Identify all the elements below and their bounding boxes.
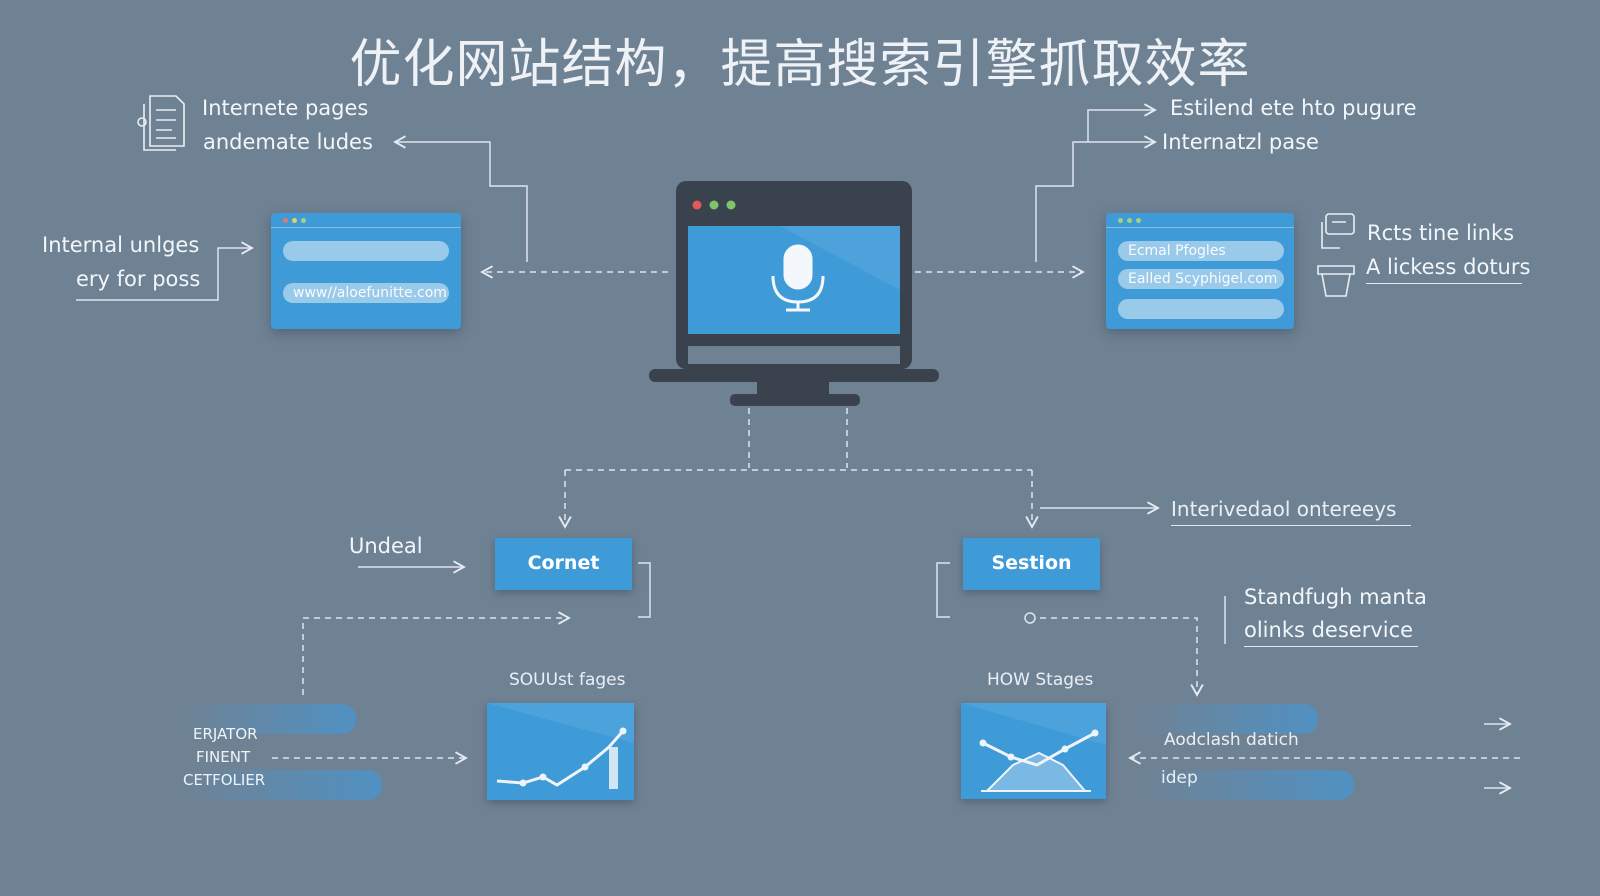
mid-right-label: Interivedaol ontereeys	[1171, 497, 1411, 526]
minimize-dot	[292, 218, 297, 223]
sestion-node[interactable]: Sestion	[963, 538, 1100, 590]
junction-dot	[1024, 612, 1036, 624]
area-chart-icon	[961, 703, 1106, 792]
mid-right-line1: Standfugh manta	[1244, 585, 1427, 609]
connector-top-right-1	[1035, 135, 1157, 262]
right-chart-caption: HOW Stages	[987, 670, 1094, 690]
bracket-cornet	[638, 562, 651, 618]
browser-search-bar[interactable]	[283, 241, 449, 261]
blur-bar-bottom-left	[180, 770, 382, 800]
tag-cetfolier: CETFOLIER	[183, 771, 266, 789]
dashed-lower-left	[302, 611, 571, 695]
top-right-line1: Estilend ete hto pugure	[1170, 96, 1417, 120]
left-label-line2: ery for poss	[76, 267, 201, 291]
tag-idep: idep	[1161, 768, 1198, 788]
blur-bar-top-left	[180, 704, 356, 734]
maximize-dot	[1136, 218, 1141, 223]
browser-field-2[interactable]: Ealled Scyphigel.com	[1118, 269, 1284, 289]
tag-finent: FINENT	[196, 748, 251, 766]
microphone-icon	[771, 244, 825, 312]
browser-title-bar	[271, 213, 461, 228]
document-stack-icon	[137, 95, 185, 151]
top-right-line2: Internatzl pase	[1162, 130, 1319, 154]
top-left-line1: Internete pages	[202, 96, 369, 120]
browser-title-bar	[1106, 213, 1294, 228]
connector-top-right-2	[1087, 103, 1157, 142]
cornet-node[interactable]: Cornet	[495, 538, 632, 590]
right-label-line1: Rcts tine links	[1367, 221, 1515, 245]
browser-field-1[interactable]: Ecmal Pfogles	[1118, 241, 1284, 261]
undeal-label: Undeal	[349, 534, 423, 558]
external-link-icon	[1321, 213, 1355, 249]
right-label-line2: A lickess doturs	[1366, 255, 1530, 284]
blur-bar-top-right	[1138, 704, 1318, 734]
bracket-sestion	[936, 562, 950, 618]
right-trend-chart	[961, 703, 1106, 799]
laptop	[649, 181, 939, 406]
mid-right-line2: olinks deservice	[1244, 618, 1418, 647]
browser-url-bar[interactable]: www//aloefunitte.com	[283, 283, 449, 303]
page-title: 优化网站结构，提高搜索引擎抓取效率	[349, 35, 1251, 95]
connector-left-label	[76, 241, 254, 301]
left-label-line1: Internal unlges	[42, 233, 200, 257]
right-browser-window: Ecmal Pfogles Ealled Scyphigel.com	[1106, 213, 1294, 329]
left-browser-window: www//aloefunitte.com	[271, 213, 461, 329]
tag-aodclash: Aodclash datich	[1164, 730, 1299, 750]
maximize-dot	[301, 218, 306, 223]
connector-top-left	[393, 135, 528, 262]
left-growth-chart	[487, 703, 634, 800]
close-dot	[1118, 218, 1123, 223]
blur-bar-bottom-right	[1138, 770, 1354, 800]
dashed-lower-right	[1040, 617, 1204, 697]
bucket-icon	[1317, 265, 1355, 297]
left-chart-caption: SOUUst fages	[509, 670, 626, 690]
tag-erjator: ERJATOR	[193, 725, 258, 743]
line-chart-icon	[487, 703, 634, 789]
minimize-dot	[1127, 218, 1132, 223]
close-dot	[283, 218, 288, 223]
browser-field-3[interactable]	[1118, 299, 1284, 319]
top-left-line2: andemate ludes	[203, 130, 373, 154]
